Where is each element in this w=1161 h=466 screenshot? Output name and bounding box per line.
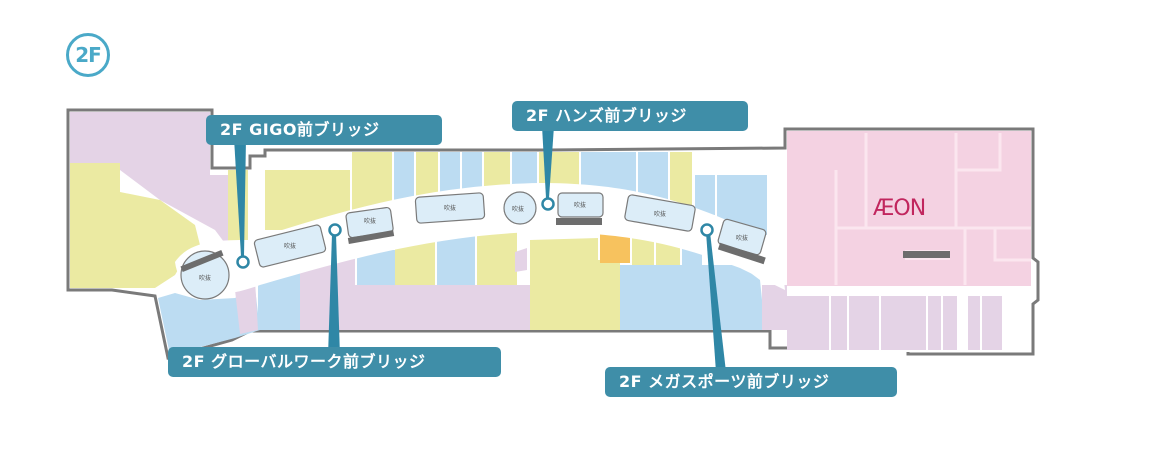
svg-text:吹抜: 吹抜	[284, 242, 296, 250]
bridge-callout-globalwork[interactable]: 2F グローバルワーク前ブリッジ	[168, 347, 501, 377]
svg-text:吹抜: 吹抜	[512, 205, 524, 213]
bridge-markers[interactable]	[236, 197, 714, 269]
svg-text:吹抜: 吹抜	[654, 210, 666, 218]
void-labels: 吹抜 吹抜 吹抜 吹抜 吹抜 吹抜 吹抜 吹抜	[199, 201, 748, 282]
aeon-logo: ÆON	[873, 196, 926, 221]
bridge-callout-megasports[interactable]: 2F メガスポーツ前ブリッジ	[605, 367, 897, 397]
floor-badge: 2F	[66, 33, 110, 77]
svg-text:吹抜: 吹抜	[736, 234, 748, 242]
svg-text:吹抜: 吹抜	[364, 217, 376, 225]
bridge-label: 2F GIGO前ブリッジ	[220, 120, 380, 139]
bridge-label: 2F メガスポーツ前ブリッジ	[619, 372, 830, 391]
voids	[180, 191, 767, 300]
bridge-label: 2F グローバルワーク前ブリッジ	[182, 352, 426, 371]
svg-text:吹抜: 吹抜	[574, 201, 586, 209]
bridge-label: 2F ハンズ前ブリッジ	[526, 106, 687, 125]
bridge-callout-gigo[interactable]: 2F GIGO前ブリッジ	[206, 115, 442, 145]
svg-text:吹抜: 吹抜	[199, 274, 211, 282]
bridge-pointers	[234, 126, 726, 372]
floor-label: 2F	[75, 43, 102, 67]
svg-text:吹抜: 吹抜	[444, 204, 456, 212]
escalators	[180, 218, 950, 273]
bridge-callout-hands[interactable]: 2F ハンズ前ブリッジ	[512, 101, 748, 131]
